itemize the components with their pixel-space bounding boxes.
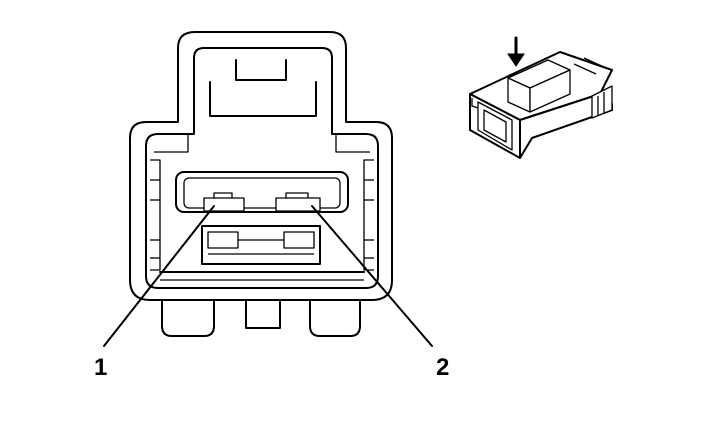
connector-isometric-icon <box>469 51 613 159</box>
pin-1-label: 1 <box>94 354 108 381</box>
pin-2-label: 2 <box>436 354 450 381</box>
terminal-pin-1 <box>203 192 245 212</box>
terminal-pin-2 <box>275 192 321 212</box>
leader-line-pin-1 <box>103 205 215 347</box>
arrow-down-icon <box>507 36 525 67</box>
connector-face-view-icon <box>103 31 433 347</box>
leader-line-pin-2 <box>311 205 433 347</box>
